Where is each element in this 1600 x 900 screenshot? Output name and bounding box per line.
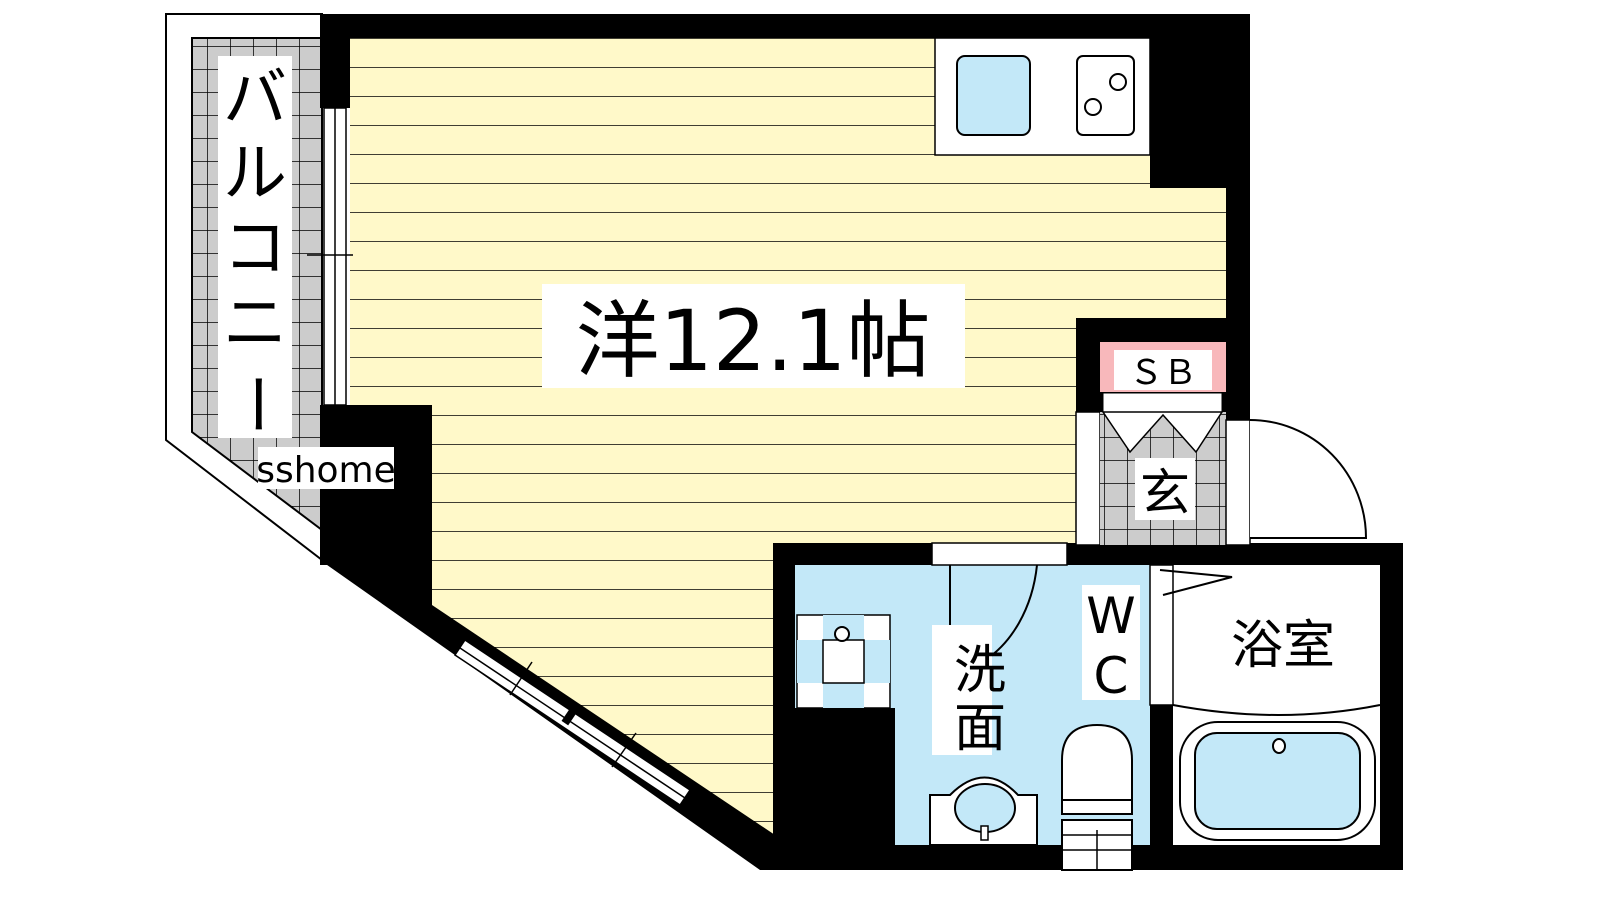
toilet: W C: [1061, 585, 1140, 871]
bathroom: 浴室: [1149, 564, 1381, 845]
svg-text:W: W: [1086, 587, 1135, 645]
western-room-floor: [350, 38, 1226, 840]
svg-text:コ: コ: [223, 212, 287, 286]
svg-text:洋12.1帖: 洋12.1帖: [575, 292, 930, 390]
svg-text:ＳＢ: ＳＢ: [1129, 353, 1197, 393]
sink-icon: [956, 55, 1031, 136]
svg-text:ニ: ニ: [223, 287, 287, 361]
balcony: バ ル コ ニ ー: [165, 13, 323, 563]
kitchen: [934, 37, 1151, 156]
diagonal-window: [453, 638, 692, 807]
stove-icon: [1076, 55, 1135, 136]
western-room-label: 洋12.1帖: [542, 284, 965, 390]
balcony-label: バ ル コ ニ ー: [218, 62, 292, 436]
svg-text:洗: 洗: [954, 641, 1006, 701]
svg-text:面: 面: [954, 699, 1006, 759]
watermark: sshome: [256, 447, 396, 491]
balcony-window: [307, 107, 353, 406]
wash-basin-icon: [929, 776, 1038, 846]
svg-text:ル: ル: [223, 137, 287, 211]
entrance: 玄: [1075, 411, 1368, 546]
svg-text:C: C: [1094, 647, 1129, 705]
svg-text:玄: 玄: [1140, 464, 1190, 522]
shoe-box: ＳＢ: [1100, 342, 1226, 413]
entrance-door-swing: [1249, 419, 1368, 539]
washing-machine-space: [796, 614, 891, 709]
svg-text:sshome: sshome: [256, 450, 396, 491]
svg-text:バ: バ: [223, 62, 287, 136]
svg-text:浴室: 浴室: [1231, 616, 1335, 676]
svg-text:ー: ー: [218, 372, 292, 436]
toilet-icon: [1061, 723, 1133, 801]
